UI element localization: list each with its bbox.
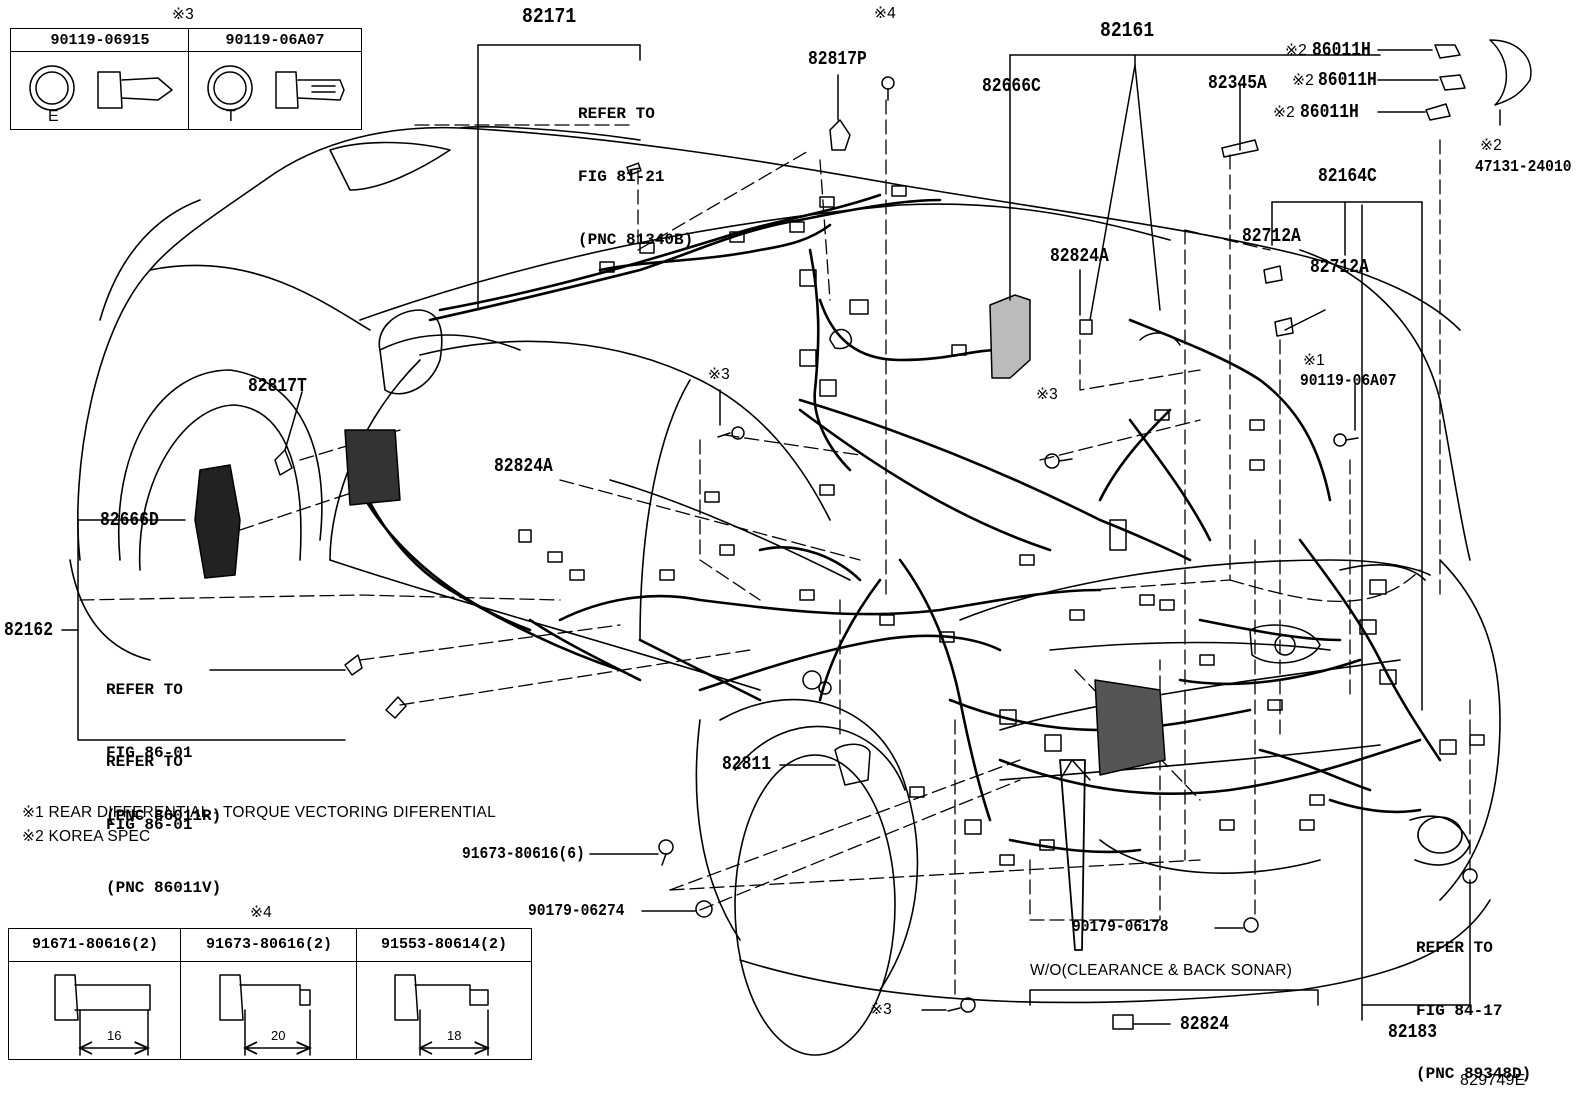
refer-fig86a-line2: FIG 86-01 — [106, 744, 193, 762]
ecu-bodies — [194, 119, 1321, 951]
note-without-sonar: W/O(CLEARANCE & BACK SONAR) — [1030, 962, 1293, 979]
part-90179-06274: 90179-06274 — [528, 902, 625, 921]
mark-3-right: ※3 — [1036, 386, 1059, 403]
refer-fig-84-17: REFER TO FIG 84-17 (PNC 89348D) — [1416, 896, 1531, 1106]
dim-16: 16 — [107, 1028, 122, 1043]
mark-2-a: ※2 — [1285, 42, 1308, 59]
part-82161: 82161 — [1100, 20, 1155, 43]
dim-20: 20 — [271, 1028, 286, 1043]
part-86011H-1: 86011H — [1312, 39, 1371, 61]
table-top-col1-header: 90119-06915 — [50, 32, 150, 49]
table-top-letter-e: E — [48, 108, 59, 125]
part-82817T: 82817T — [248, 375, 307, 397]
refer-fig81-line3: (PNC 81340B) — [578, 231, 694, 249]
mark-1: ※1 — [1303, 352, 1326, 369]
mark-2-d: ※2 — [1480, 137, 1503, 154]
refer-fig-81-21: REFER TO FIG 81-21 (PNC 81340B) — [578, 62, 693, 272]
part-90119-06A07-right: 90119-06A07 — [1300, 372, 1397, 391]
table-top-mark: ※3 — [172, 6, 195, 23]
refer-fig86a-line1: REFER TO — [106, 681, 183, 699]
part-86011H-3: 86011H — [1300, 101, 1359, 123]
note-rear-differential: ※1 REAR DIFFERENTIAL - TORQUE VECTORING … — [22, 804, 496, 821]
refer-fig86a-line3: (PNC 86011R) — [106, 807, 222, 825]
part-82824A-top: 82824A — [1050, 245, 1109, 267]
part-82666D: 82666D — [100, 509, 159, 531]
fasteners — [274, 39, 1532, 1030]
table-bottom-col1 — [9, 929, 181, 1059]
leader-lines — [61, 44, 1501, 1025]
refer-fig86b-line2: FIG 86-01 — [106, 816, 193, 834]
table-top-col2-header: 90119-06A07 — [225, 32, 325, 49]
mark-2-b: ※2 — [1292, 72, 1315, 89]
part-91673-80616-6: 91673-80616(6) — [462, 845, 585, 864]
table-bottom-col3-header: 91553-80614(2) — [380, 936, 508, 953]
part-82817P: 82817P — [808, 48, 867, 70]
dashed-leaders — [79, 99, 1471, 1001]
table-bottom-col1-header: 91671-80616(2) — [31, 936, 159, 953]
part-82712A-1: 82712A — [1242, 225, 1301, 247]
refer-fig86b-line3: (PNC 86011V) — [106, 879, 222, 897]
note-korea-spec: ※2 KOREA SPEC — [22, 828, 151, 845]
mark-3-left: ※3 — [708, 366, 731, 383]
part-82712A-2: 82712A — [1310, 256, 1369, 278]
harness-runs — [348, 193, 1442, 854]
fastener-table-bottom: 91671-80616(2) 91673-80616(2) 91553-8061… — [8, 928, 532, 1060]
refer-fig84-line2: FIG 84-17 — [1416, 1002, 1503, 1020]
part-82171: 82171 — [522, 6, 577, 29]
table-top-letter-t: T — [226, 108, 236, 125]
fastener-table-top: 90119-06915 90119-06A07 E T — [10, 28, 362, 130]
refer-fig-86-01-b: REFER TO FIG 86-01 (PNC 86011V) — [106, 710, 221, 920]
part-82164C: 82164C — [1318, 165, 1377, 187]
table-top-divider — [11, 29, 189, 129]
part-82811: 82811 — [722, 753, 772, 775]
part-90179-06178: 90179-06178 — [1072, 918, 1169, 937]
car-body-outline — [69, 126, 1501, 1056]
part-86011H-2: 86011H — [1318, 69, 1377, 91]
table-top-sketches — [29, 65, 345, 111]
diagram-id: 829749E — [1460, 1072, 1526, 1089]
part-82345A: 82345A — [1208, 72, 1267, 94]
mark-4-top: ※4 — [874, 5, 897, 22]
part-82824A-mid: 82824A — [494, 455, 553, 477]
refer-fig-86-01-a: REFER TO FIG 86-01 (PNC 86011R) — [106, 638, 221, 848]
part-82666C: 82666C — [982, 75, 1041, 97]
part-47131-24010: 47131-24010 — [1475, 158, 1572, 177]
refer-fig84-line1: REFER TO — [1416, 939, 1493, 957]
table-bottom-col2-header: 91673-80616(2) — [205, 936, 333, 953]
mark-3-bottom: ※3 — [870, 1001, 893, 1018]
part-82162: 82162 — [4, 619, 54, 641]
table-bottom-col2 — [181, 929, 357, 1059]
refer-fig81-line1: REFER TO — [578, 105, 655, 123]
connectors — [547, 185, 1485, 866]
refer-fig86b-line1: REFER TO — [106, 753, 183, 771]
table-bottom-sketches — [54, 974, 488, 1056]
dim-18: 18 — [447, 1028, 462, 1043]
refer-fig84-line3: (PNC 89348D) — [1416, 1065, 1532, 1083]
table-bottom-mark: ※4 — [250, 904, 273, 921]
part-82183: 82183 — [1388, 1021, 1438, 1043]
refer-fig81-line2: FIG 81-21 — [578, 168, 665, 186]
mark-2-c: ※2 — [1273, 104, 1296, 121]
part-82824: 82824 — [1180, 1013, 1230, 1035]
